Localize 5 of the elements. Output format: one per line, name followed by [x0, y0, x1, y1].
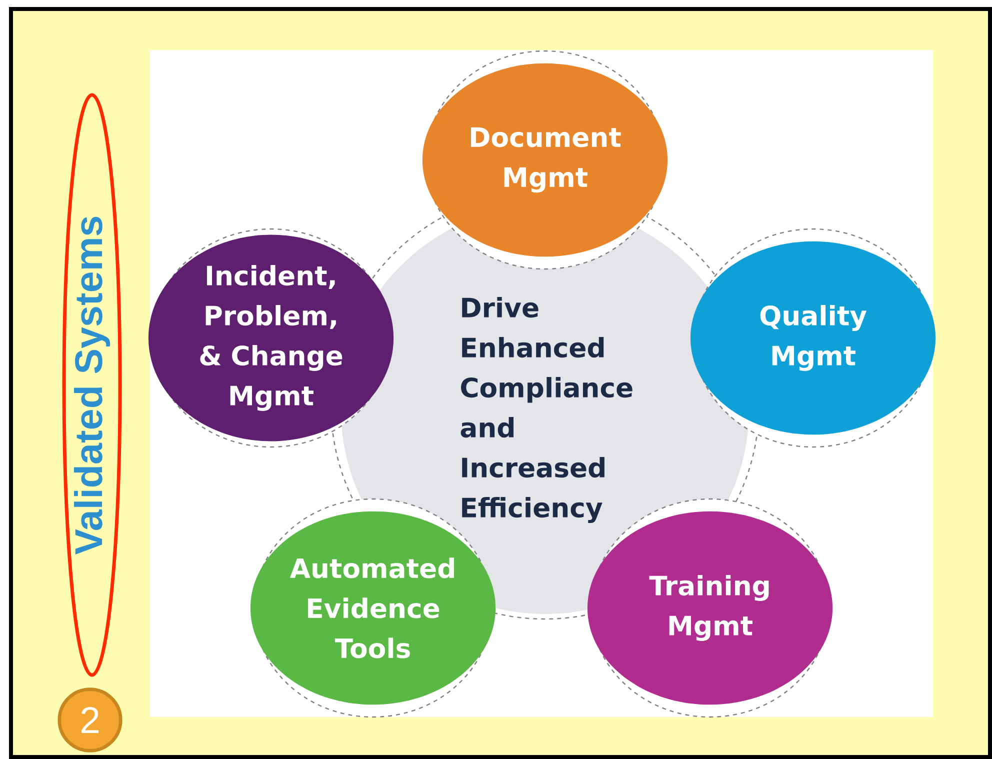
circle-node: Quality Mgmt	[690, 241, 936, 435]
vertical-title: Validated Systems	[62, 93, 122, 677]
number-badge: 2	[58, 688, 122, 752]
circle-node: Document Mgmt	[422, 63, 668, 257]
circle-node: Incident, Problem, & Change Mgmt	[148, 234, 394, 442]
